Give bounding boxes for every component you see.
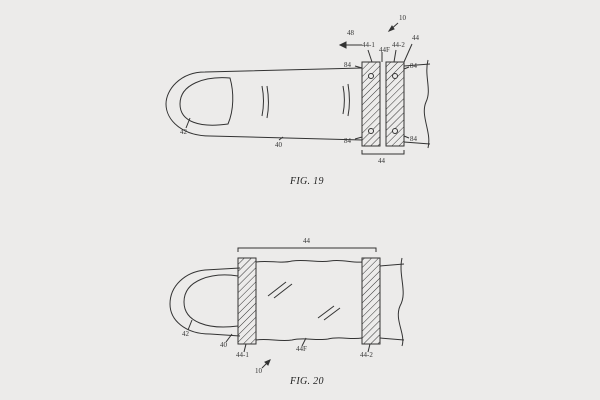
- fig20-ref10-arrow-head: [264, 359, 271, 366]
- fig20-finger-break: [397, 257, 404, 347]
- fig20-ref-42: 42: [182, 330, 189, 338]
- fig19-crease: [347, 83, 350, 117]
- fig19-fastener: [392, 73, 398, 79]
- fig20-leader: [225, 333, 233, 343]
- fig20-band-44-2: [361, 257, 381, 345]
- fig19-leader: [403, 135, 410, 139]
- fig19-ref-84-bl: 84: [344, 137, 351, 145]
- fig20-leader: [301, 337, 307, 347]
- fig19-fingernail: [179, 77, 234, 126]
- fig20-bracket: [237, 247, 377, 252]
- fig19-drawing: [165, 22, 431, 155]
- fig19-leader: [278, 136, 284, 141]
- fig20-finger-outline: [169, 267, 241, 337]
- fig20-ref-10: 10: [255, 367, 262, 375]
- fig19-ref-44-bottom: 44: [378, 157, 385, 165]
- fig20-caption: FIG. 20: [290, 376, 324, 387]
- fig19-finger-beyond: [403, 63, 431, 67]
- fig19-crease: [261, 85, 264, 117]
- fig20-leader: [243, 343, 247, 353]
- fig19-ref-48: 48: [347, 29, 354, 37]
- fig19-leader: [403, 43, 413, 63]
- fig20-ref-40: 40: [220, 341, 227, 349]
- fig19-crease: [342, 85, 345, 115]
- fig19-bracket: [361, 150, 405, 155]
- fig19-fastener: [368, 73, 374, 79]
- fig19-arrow-head: [338, 41, 347, 49]
- fig19-ref-84-br: 84: [410, 135, 417, 143]
- fig19-ref-84-tr: 84: [410, 62, 417, 70]
- fig20-glare: [317, 305, 335, 319]
- fig20-fabric-44F: [255, 259, 363, 342]
- fig19-ref-44-1: 44-1: [362, 41, 375, 49]
- fig19-band-44-1: [361, 61, 381, 147]
- fig19-ref-40: 40: [275, 141, 282, 149]
- fig20-finger-beyond: [379, 337, 405, 341]
- fig20-glare: [267, 281, 287, 297]
- fig20-leader: [367, 343, 371, 353]
- fig20-ref-44-1: 44-1: [236, 351, 249, 359]
- fig20-ref-44F: 44F: [296, 345, 307, 353]
- fig20-leader: [187, 319, 193, 331]
- fig19-leader: [185, 117, 191, 129]
- fig19-leader: [354, 136, 363, 140]
- fig19-fastener: [368, 128, 374, 134]
- fig20-ref-44-2: 44-2: [360, 351, 373, 359]
- fig19-finger-outline: [165, 67, 363, 141]
- fig19-ref-44F: 44F: [379, 46, 390, 54]
- fig19-leader: [393, 49, 397, 63]
- fig19-ref-84-tl: 84: [344, 61, 351, 69]
- fig19-ref-42: 42: [180, 128, 187, 136]
- fig19-caption: FIG. 19: [290, 176, 324, 187]
- fig20-finger-beyond: [379, 263, 405, 267]
- fig20-fingernail: [183, 274, 239, 328]
- fig19-ref10-arrow-head: [387, 25, 395, 33]
- fig20-band-44-1: [237, 257, 257, 345]
- fig19-leader: [354, 65, 363, 69]
- fig20-glare: [273, 283, 293, 299]
- fig19-ref-44-2: 44-2: [392, 41, 405, 49]
- fig19-band-44-2: [385, 61, 405, 147]
- fig20-glare: [323, 307, 341, 321]
- fig19-fastener: [392, 128, 398, 134]
- fig19-ref-44-top: 44: [412, 34, 419, 42]
- fig19-crease: [266, 85, 269, 119]
- fig19-leader: [403, 66, 410, 70]
- fig19-leader: [367, 49, 373, 63]
- fig20-ref-44-top: 44: [303, 237, 310, 245]
- fig19-finger-break: [423, 59, 430, 149]
- fig19-ref-10: 10: [399, 14, 406, 22]
- fig19-finger-beyond: [403, 141, 431, 145]
- fig20-drawing: [169, 247, 405, 369]
